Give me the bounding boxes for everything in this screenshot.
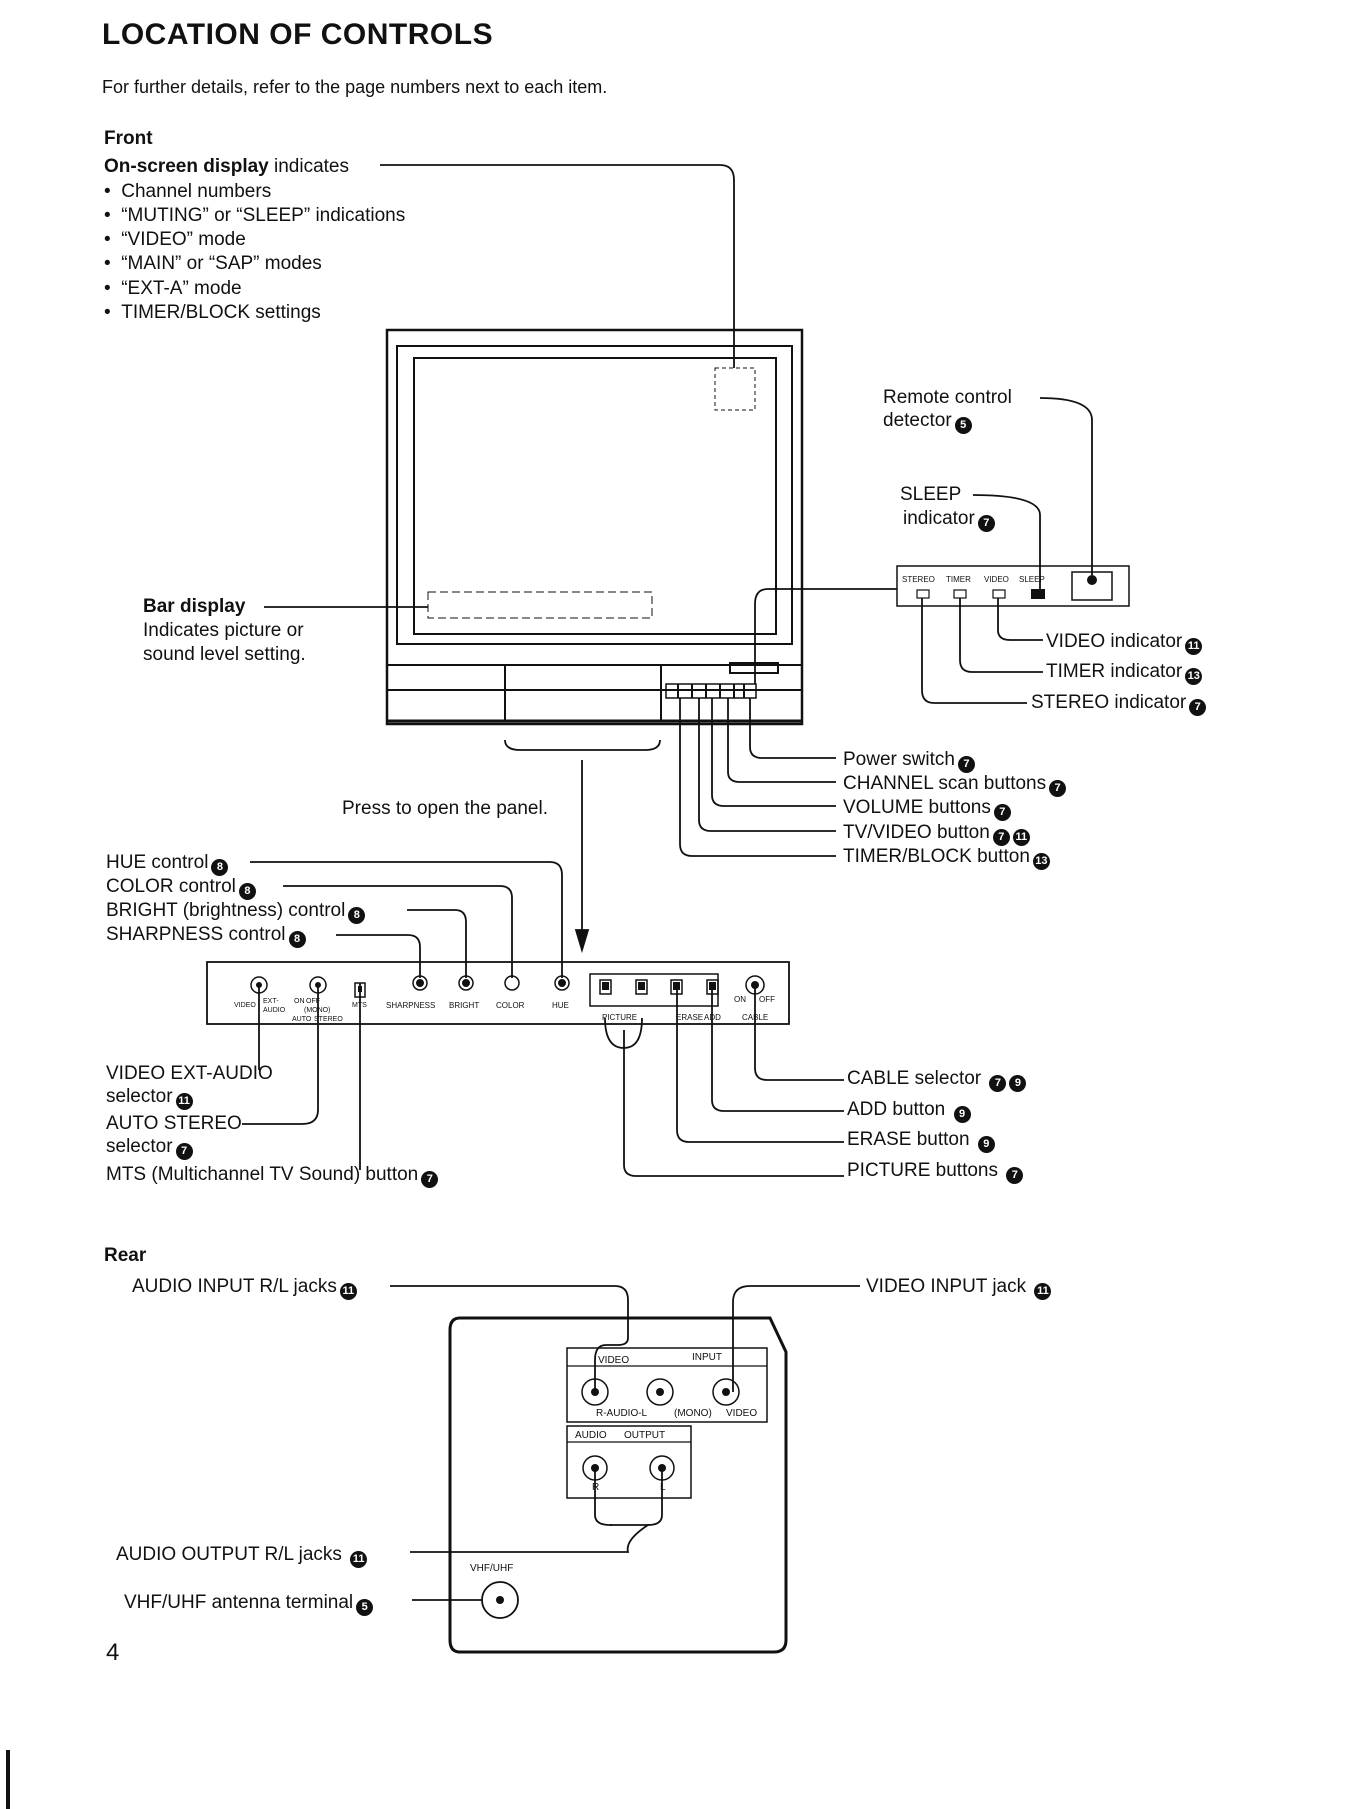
press-label: Press to open the panel. (342, 798, 548, 819)
sub-sharpness: SHARPNESS (386, 1001, 436, 1010)
callout-lines-front (242, 164, 1093, 1177)
panel-sleep: SLEEP (1019, 575, 1045, 584)
bar-display-label: Bar display (143, 596, 246, 617)
sub-on: ON (294, 998, 305, 1005)
rear-audio: AUDIO (575, 1430, 607, 1441)
bullet-item: • “MAIN” or “SAP” modes (104, 253, 322, 274)
panel-video: VIDEO (984, 575, 1009, 584)
intro-text: For further details, refer to the page n… (102, 77, 608, 97)
sub-stereo: STEREO (314, 1016, 343, 1023)
sleep-label: SLEEP (900, 484, 962, 505)
sub-hue: HUE (552, 1001, 569, 1010)
rear-input: INPUT (692, 1352, 722, 1363)
bar-display-desc: Indicates picture or (143, 620, 304, 641)
bullet-item: • “MUTING” or “SLEEP” indications (104, 205, 406, 226)
onscreen-rest: indicates (268, 156, 350, 177)
rear-raudio: R-AUDIO-L (596, 1408, 648, 1419)
page-number: 4 (106, 1639, 120, 1666)
sub-color: COLOR (496, 1001, 525, 1010)
rear-mono: (MONO) (674, 1408, 712, 1419)
sub-off: OFF (306, 998, 320, 1005)
picture-label: PICTURE buttons 7 (847, 1160, 1024, 1184)
bullet-item: • “EXT-A” mode (104, 278, 242, 299)
rear-output: OUTPUT (624, 1430, 666, 1441)
sub-off2: OFF (759, 995, 775, 1004)
front-heading: Front (104, 128, 153, 149)
sub-picture: PICTURE (602, 1013, 638, 1022)
bullet-item: • TIMER/BLOCK settings (104, 302, 321, 323)
erase-label: ERASE button 9 (847, 1129, 995, 1153)
sub-erase: ERASE (676, 1013, 704, 1022)
control-dots (358, 982, 730, 1604)
rear-heading: Rear (104, 1245, 147, 1266)
sub-video: VIDEO (234, 1002, 256, 1009)
audio-output-label: AUDIO OUTPUT R/L jacks 11 (116, 1544, 368, 1568)
sub-on2: ON (734, 995, 746, 1004)
indicator-panel (896, 565, 1130, 607)
add-label: ADD button 9 (847, 1099, 971, 1123)
bullet-item: • Channel numbers (104, 181, 272, 202)
sub-bright: BRIGHT (449, 1001, 480, 1010)
sub-audio: AUDIO (263, 1007, 286, 1014)
video-ext-label: VIDEO EXT-AUDIO (106, 1063, 273, 1084)
bullet-item: • “VIDEO” mode (104, 229, 246, 250)
page-title: LOCATION OF CONTROLS (102, 18, 494, 51)
video-input-label: VIDEO INPUT jack 11 (866, 1276, 1052, 1300)
bar-display-desc: sound level setting. (143, 644, 306, 665)
onscreen-bold: On-screen display (104, 156, 269, 177)
sub-control-panel (206, 961, 790, 1025)
sub-ext: EXT- (263, 998, 279, 1005)
rear-vhfuhf: VHF/UHF (470, 1563, 514, 1574)
remote-label: Remote control (883, 387, 1012, 408)
tv-front (385, 328, 804, 726)
sub-auto: AUTO (292, 1016, 312, 1023)
panel-timer: TIMER (946, 575, 971, 584)
rear-videoj: VIDEO (726, 1408, 758, 1419)
callout-lines-rear (390, 1285, 860, 1601)
onscreen-label: On-screen display indicates (104, 156, 349, 178)
panel-stereo: STEREO (902, 575, 935, 584)
auto-stereo-label: AUTO STEREO (106, 1113, 242, 1134)
rear-video: VIDEO (598, 1355, 630, 1366)
